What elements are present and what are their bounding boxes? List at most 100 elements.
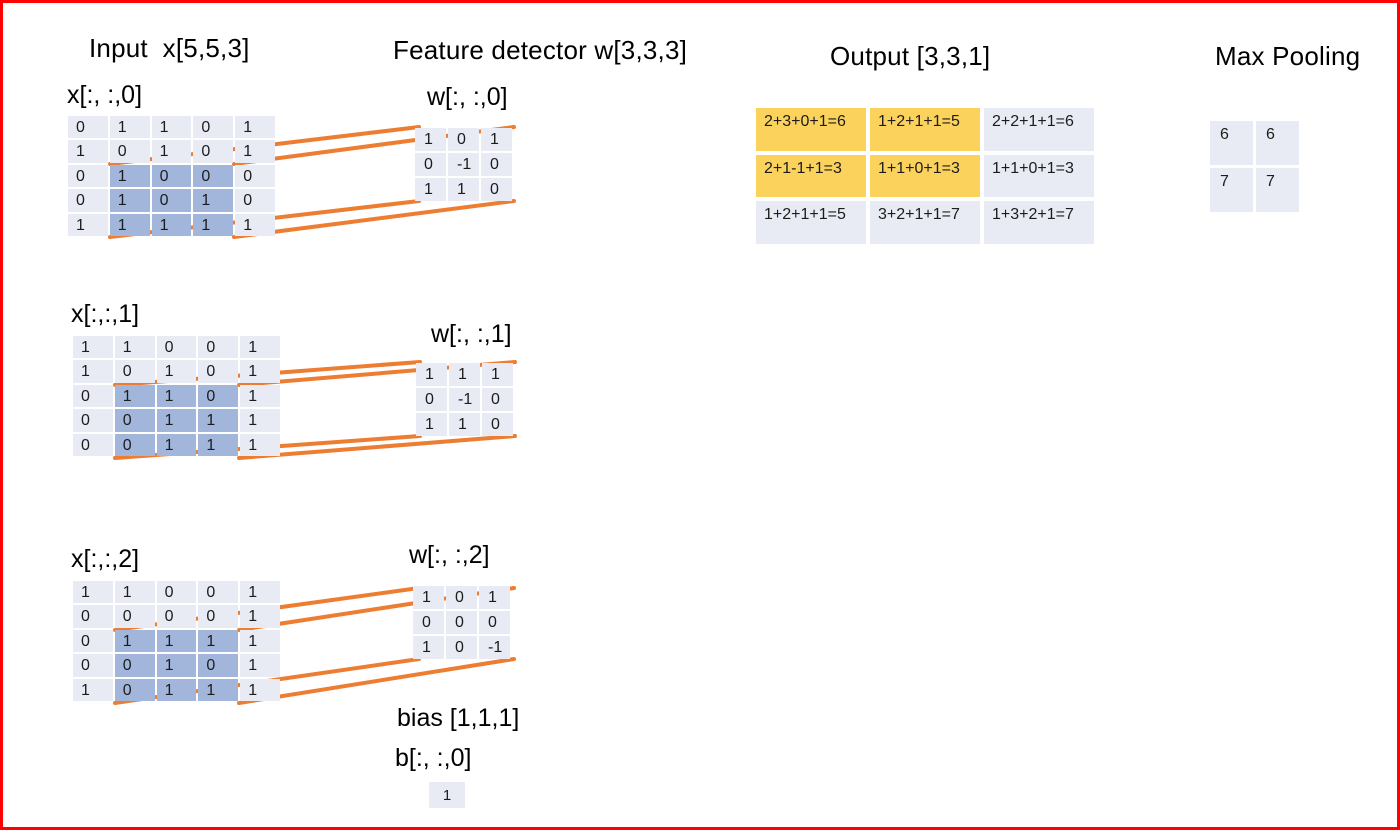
matrix-cell: 1+2+1+1=5	[870, 108, 980, 151]
matrix-cell: 1	[156, 360, 197, 383]
x-channel0-label: x[:, :,0]	[67, 81, 143, 109]
matrix-cell: 1	[109, 116, 150, 139]
matrix-cell: 0	[413, 611, 444, 634]
matrix-cell: 1	[114, 336, 155, 359]
matrix-cell: 0	[73, 654, 113, 677]
matrix-cell: 6	[1210, 121, 1253, 165]
matrix-cell: 0	[481, 153, 512, 176]
matrix-cell: 0	[415, 153, 446, 176]
matrix-cell: 1+1+0+1=3	[870, 154, 980, 197]
matrix-cell: 0	[198, 654, 239, 677]
matrix-cell: 1	[114, 384, 155, 408]
matrix-cell: 1	[198, 409, 239, 432]
matrix-cell: 1	[73, 678, 113, 701]
matrix-cell: 0	[73, 629, 113, 653]
matrix-cell: 0	[73, 384, 113, 408]
feature-detector-header: Feature detector w[3,3,3]	[393, 35, 688, 65]
matrix-cell: 2+1-1+1=3	[756, 154, 866, 197]
matrix-cell: 1	[68, 213, 108, 236]
matrix-cell: 0	[446, 636, 477, 659]
matrix-cell: 1	[73, 581, 113, 604]
matrix-cell: 0	[235, 189, 275, 212]
matrix-cell: 1	[240, 360, 280, 383]
matrix-cell: 1	[109, 164, 150, 188]
matrix-cell: -1	[449, 388, 480, 411]
matrix-cell: 0	[114, 360, 155, 383]
matrix-cell: 6	[1256, 121, 1299, 165]
matrix-cell: 1	[479, 586, 510, 609]
matrix-cell: 1	[413, 586, 444, 609]
matrix-cell: 1	[198, 433, 239, 456]
matrix-cell: 0	[193, 140, 234, 163]
matrix-cell: 0	[198, 336, 239, 359]
matrix-cell: 1	[156, 384, 197, 408]
matrix-cell: 1	[235, 213, 275, 236]
matrix-cell: 1	[151, 213, 192, 236]
matrix-cell: 1	[416, 413, 447, 436]
matrix-cell: 0	[151, 164, 192, 188]
matrix-cell: -1	[479, 636, 510, 659]
matrix-cell: -1	[448, 153, 479, 176]
matrix-cell: 1	[415, 178, 446, 201]
matrix-cell: 0	[198, 384, 239, 408]
matrix-cell: 0	[193, 116, 234, 139]
matrix-cell: 0	[114, 654, 155, 677]
matrix-cell: 1+2+1+1=5	[756, 201, 866, 244]
matrix-cell: 1	[151, 116, 192, 139]
matrix-cell: 2+3+0+1=6	[756, 108, 866, 151]
matrix-cell: 1	[109, 213, 150, 236]
matrix-cell: 0	[156, 581, 197, 604]
max-pooling-header: Max Pooling	[1215, 41, 1361, 71]
matrix-cell: 1	[193, 213, 234, 236]
matrix-cell: 1	[73, 360, 113, 383]
matrix-cell: 0	[68, 116, 108, 139]
matrix-cell: 1	[114, 629, 155, 653]
matrix-cell: 0	[482, 388, 513, 411]
matrix-cell: 0	[114, 678, 155, 701]
matrix-cell: 0	[198, 581, 239, 604]
matrix-cell: 0	[73, 605, 113, 628]
matrix-cell: 1	[240, 433, 280, 456]
matrix-cell: 1	[109, 189, 150, 212]
matrix-cell: 0	[193, 164, 234, 188]
matrix-cell: 1	[482, 363, 513, 386]
matrix-cell: 0	[73, 433, 113, 456]
matrix-cell: 1	[448, 178, 479, 201]
matrix-cell: 1+1+0+1=3	[984, 154, 1094, 197]
matrix-cell: 1	[240, 384, 280, 408]
matrix-cell: 3+2+1+1=7	[870, 201, 980, 244]
matrix-cell: 0	[446, 611, 477, 634]
matrix-cell: 1	[240, 336, 280, 359]
matrix-cell: 1	[156, 678, 197, 701]
matrix-cell: 1	[156, 433, 197, 456]
matrix-cell: 1	[240, 629, 280, 653]
matrix-cell: 0	[446, 586, 477, 609]
x-channel2-label: x[:,:,2]	[71, 545, 140, 573]
matrix-cell: 7	[1210, 168, 1253, 212]
matrix-cell: 0	[156, 605, 197, 628]
matrix-cell: 0	[235, 164, 275, 188]
matrix-cell: 1	[415, 128, 446, 151]
matrix-cell: 1	[240, 654, 280, 677]
matrix-cell: 0	[73, 409, 113, 432]
matrix-cell: 0	[114, 433, 155, 456]
bias-sublabel: b[:, :,0]	[395, 744, 472, 772]
matrix-cell: 1	[156, 654, 197, 677]
input-header: Input x[5,5,3]	[89, 33, 250, 63]
matrix-cell: 0	[109, 140, 150, 163]
matrix-cell: 0	[114, 605, 155, 628]
matrix-cell: 1	[240, 581, 280, 604]
w-channel1-label: w[:, :,1]	[431, 320, 512, 348]
output-header: Output [3,3,1]	[830, 41, 991, 71]
matrix-cell: 0	[151, 189, 192, 212]
matrix-cell: 0	[198, 605, 239, 628]
w-channel0-label: w[:, :,0]	[427, 83, 508, 111]
matrix-cell: 1	[416, 363, 447, 386]
